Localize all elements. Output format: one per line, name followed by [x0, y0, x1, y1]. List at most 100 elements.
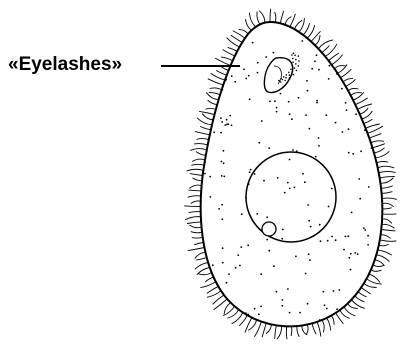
cilium [343, 78, 353, 82]
surface-dot [291, 118, 293, 120]
cilium [187, 169, 203, 171]
cilium [228, 310, 239, 319]
cilium [196, 152, 206, 155]
cilium [188, 196, 201, 198]
cilium [382, 224, 394, 228]
surface-dot [221, 161, 223, 163]
surface-dot [308, 220, 310, 222]
surface-dot [367, 244, 369, 246]
cilium [208, 100, 217, 104]
surface-dot [307, 90, 309, 92]
surface-dot [350, 253, 352, 255]
cilium [312, 323, 316, 334]
surface-dot [345, 236, 347, 238]
cilium [378, 250, 392, 255]
surface-dot [301, 40, 303, 42]
surface-dot [209, 176, 211, 178]
surface-dot [331, 188, 333, 190]
groove-dot [292, 71, 294, 73]
surface-dot [261, 120, 263, 122]
surface-dot [222, 89, 224, 91]
cilium [358, 292, 366, 297]
surface-dot [274, 100, 276, 102]
cilium [327, 318, 331, 330]
cilium [364, 283, 377, 287]
surface-dot [287, 25, 289, 27]
surface-dot [289, 312, 291, 314]
surface-dot [223, 150, 225, 152]
surface-dot [260, 273, 262, 275]
surface-dot [276, 111, 278, 113]
groove-dot [288, 72, 290, 74]
cilium [190, 174, 203, 176]
surface-dot [316, 102, 318, 104]
surface-dot [281, 305, 283, 307]
surface-dot [294, 187, 296, 189]
surface-dot [371, 147, 373, 149]
surface-dot [328, 206, 330, 208]
surface-dot [336, 73, 338, 75]
cilium [379, 171, 396, 172]
surface-dot [307, 303, 309, 305]
surface-dot [368, 186, 370, 188]
surface-dot [329, 65, 331, 67]
groove-dot [284, 80, 286, 82]
surface-dot [231, 125, 233, 127]
cilium [206, 108, 216, 109]
cilium [361, 288, 370, 294]
surface-dot [228, 273, 230, 275]
surface-dot [305, 114, 307, 116]
cilium [358, 104, 372, 109]
surface-dot [267, 322, 269, 324]
surface-dot [336, 308, 338, 310]
surface-dot [348, 257, 350, 259]
cilium [193, 178, 202, 181]
groove-dot [289, 74, 291, 76]
surface-dot [235, 267, 237, 269]
surface-dot [254, 308, 256, 310]
surface-dot [375, 255, 377, 257]
cilium [189, 190, 201, 191]
surface-dot [250, 169, 252, 171]
surface-dot [354, 252, 356, 254]
surface-dot [204, 173, 206, 175]
surface-dot [298, 97, 300, 99]
cilium [381, 230, 395, 231]
surface-dot [289, 188, 291, 190]
cilium [381, 186, 392, 188]
cilium [210, 88, 222, 90]
cilium [368, 126, 383, 133]
cilium [382, 198, 397, 199]
surface-dot [223, 176, 225, 178]
surface-dot [223, 162, 225, 164]
cilium [331, 316, 334, 325]
cilium [317, 322, 321, 336]
surface-dot [221, 175, 223, 177]
surface-dot [224, 124, 226, 126]
surface-dot [299, 312, 301, 314]
groove-dot [295, 63, 297, 65]
groove-dot [280, 81, 282, 83]
cilium [371, 141, 384, 143]
surface-dot [209, 196, 211, 198]
surface-dot [265, 56, 267, 58]
surface-dot [352, 153, 354, 155]
cilium [189, 212, 201, 213]
surface-dot [328, 78, 330, 80]
surface-dot [221, 218, 223, 220]
surface-dot [241, 213, 243, 215]
cilium [262, 323, 266, 337]
cilium [329, 53, 339, 60]
surface-dot [360, 150, 362, 152]
cilium [382, 219, 392, 223]
eyelashes-label: «Eyelashes» [8, 54, 122, 76]
cilium [353, 93, 364, 100]
surface-dot [212, 264, 214, 266]
cilium [364, 119, 372, 123]
surface-dot [204, 162, 206, 164]
surface-dot [226, 119, 228, 121]
surface-dot [342, 131, 344, 133]
surface-dot [245, 312, 247, 314]
surface-dot [289, 113, 291, 115]
cilium [360, 108, 368, 114]
